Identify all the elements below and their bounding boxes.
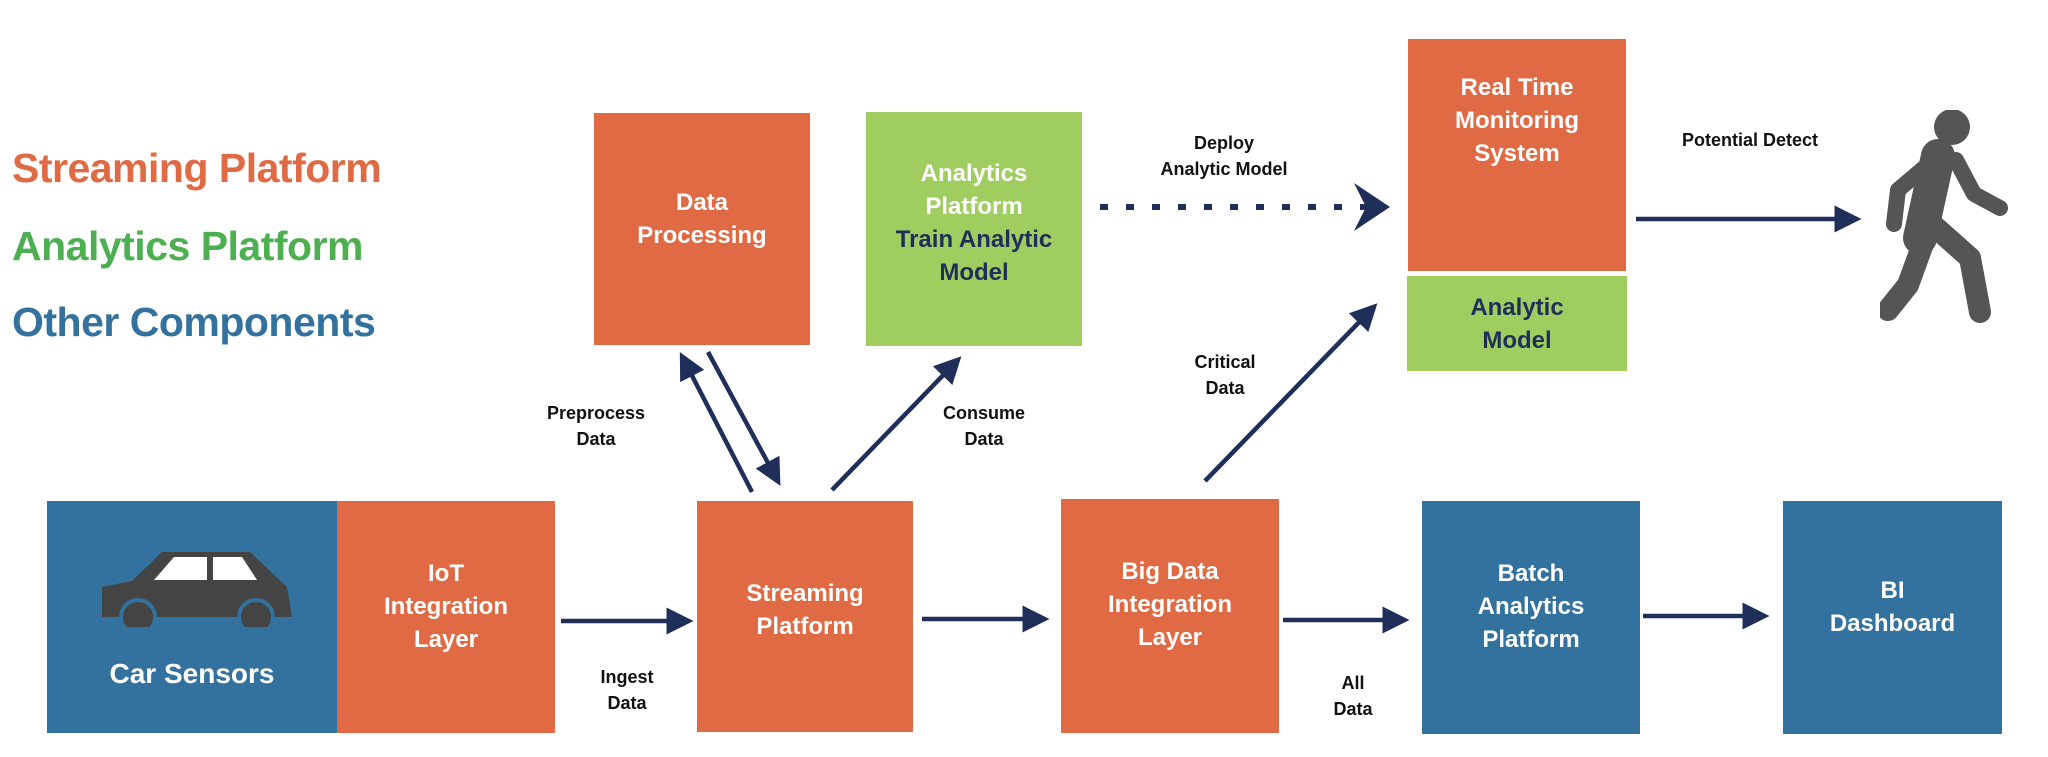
label-line: Critical <box>1194 352 1256 372</box>
critical-data-label: Critical Data <box>1194 349 1255 401</box>
label-line: Data <box>964 429 1004 449</box>
data-processing-box: Data Processing <box>594 113 810 345</box>
consume-data-label: Consume Data <box>943 400 1025 452</box>
label-line: Preprocess <box>546 403 646 423</box>
car-icon <box>102 552 292 627</box>
label-line: Data <box>1333 699 1373 719</box>
label-line: Deploy <box>1193 133 1254 153</box>
analytic-model-box: Analytic Model <box>1407 276 1627 371</box>
box-line: Layer <box>413 625 479 653</box>
potential-detect-label: Potential Detect <box>1682 127 1818 153</box>
box-line: Processing <box>637 222 767 249</box>
label-line: Ingest <box>600 667 654 687</box>
streaming-platform-box: Streaming Platform <box>697 501 913 732</box>
box-line: Platform <box>925 193 1023 220</box>
car-sensors-label: Car Sensors <box>109 658 275 689</box>
box-line: System <box>1474 139 1560 167</box>
real-time-monitoring-system-box: Real Time Monitoring System <box>1408 39 1626 271</box>
arrow-streaming-to-analytics <box>830 356 962 492</box>
legend-streaming-platform: Streaming Platform <box>12 145 382 191</box>
box-line: Streaming <box>746 579 864 607</box>
legend-analytics-platform: Analytics Platform <box>12 223 364 269</box>
big-data-integration-layer-box: Big Data Integration Layer <box>1061 499 1279 733</box>
box-line: Platform <box>756 612 854 640</box>
deploy-analytic-model-label: Deploy Analytic Model <box>1160 130 1287 182</box>
box-subline: Model <box>939 259 1009 286</box>
box-line: Layer <box>1137 623 1203 651</box>
box-line: BI <box>1880 576 1905 604</box>
box-line: Analytic <box>1470 293 1564 321</box>
label-line: Data <box>576 429 616 449</box>
label-line: Consume <box>942 403 1026 423</box>
pedestrian-icon <box>1880 110 2008 323</box>
box-line: Analytics <box>1477 593 1585 620</box>
box-line: Monitoring <box>1455 106 1579 134</box>
analytics-platform-box: Analytics Platform Train Analytic Model <box>866 112 1082 346</box>
label-line: Analytic Model <box>1160 159 1288 179</box>
box-line: IoT <box>428 559 464 587</box>
all-data-label: All Data <box>1333 670 1372 722</box>
box-line: Big Data <box>1121 557 1219 585</box>
label-line: Data <box>607 693 647 713</box>
box-line: Integration <box>384 592 508 620</box>
box-line: Platform <box>1482 626 1580 653</box>
preprocess-data-label: Preprocess Data <box>547 400 645 452</box>
box-line: Batch <box>1497 560 1565 587</box>
legend-other-components: Other Components <box>12 299 376 345</box>
arrow-streaming-to-dataprocessing <box>679 352 754 494</box>
box-line: Analytics <box>920 160 1028 187</box>
box-line: Model <box>1482 326 1552 354</box>
box-line: Data <box>675 189 729 216</box>
box-line: Integration <box>1108 590 1232 618</box>
box-subline: Train Analytic <box>895 226 1053 253</box>
ingest-data-label: Ingest Data <box>600 664 653 716</box>
iot-integration-layer-box: IoT Integration Layer <box>337 501 555 733</box>
box-line: Real Time <box>1460 73 1574 101</box>
label-line: Data <box>1205 378 1245 398</box>
label-line: All <box>1341 673 1365 693</box>
arrow-dataprocessing-to-streaming <box>706 350 781 486</box>
label-line: Potential Detect <box>1681 130 1819 150</box>
box-line: Dashboard <box>1829 609 1956 637</box>
bi-dashboard-box: BI Dashboard <box>1783 501 2002 734</box>
batch-analytics-platform-box: Batch Analytics Platform <box>1422 501 1640 734</box>
car-sensors-box: Car Sensors <box>47 501 337 733</box>
